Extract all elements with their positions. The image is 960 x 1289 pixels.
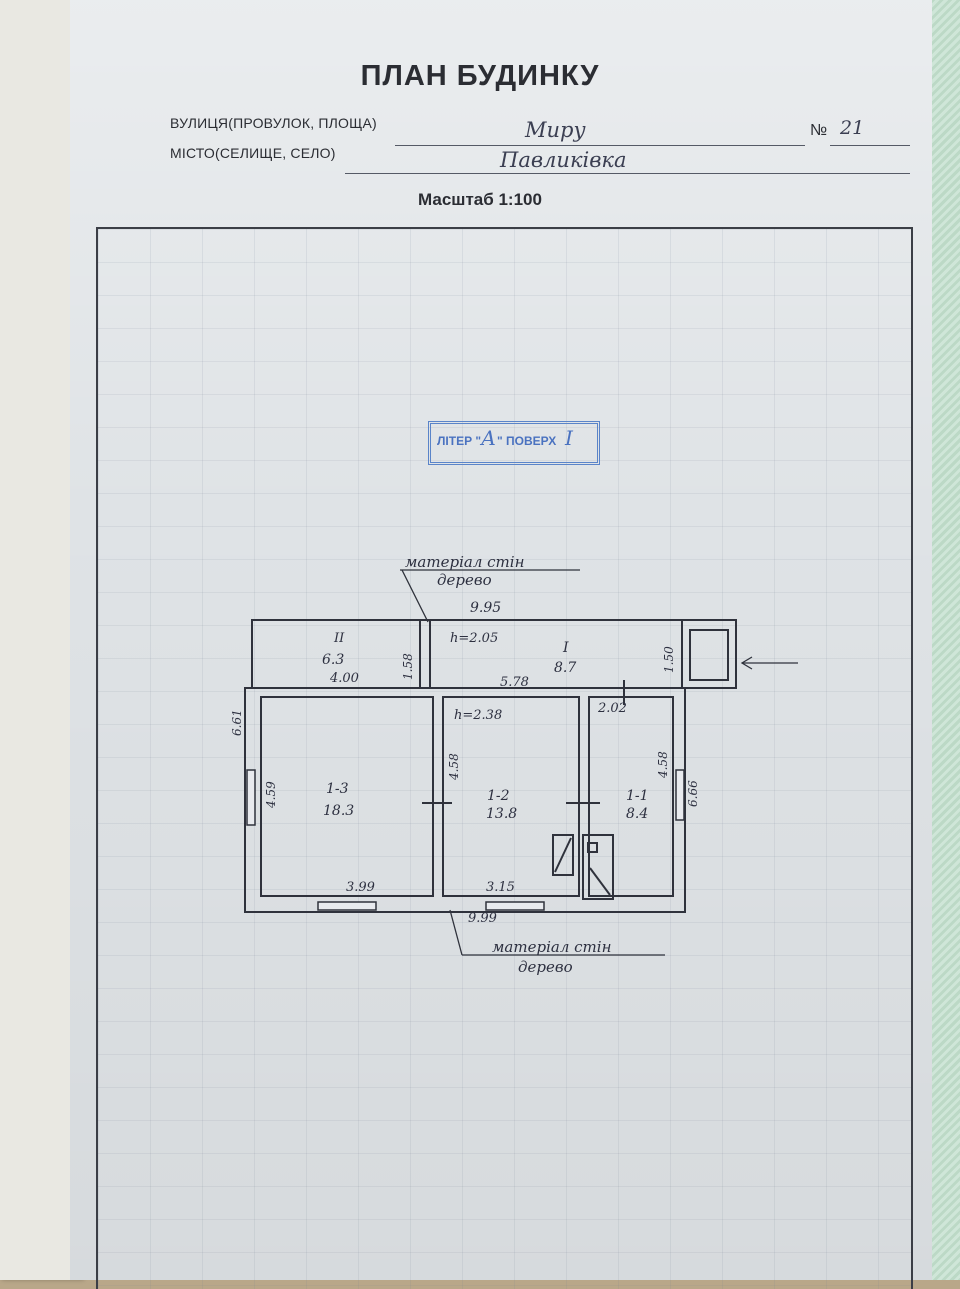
stamp-floor-label: " ПОВЕРХ xyxy=(497,434,557,448)
stamp-liter-label: ЛІТЕР " xyxy=(437,434,482,448)
town-underline xyxy=(345,173,910,174)
room-1-3-height: 4.59 xyxy=(264,781,278,809)
document-page xyxy=(70,0,932,1280)
porch-outline xyxy=(681,619,737,689)
town-label: МІСТО(СЕЛИЩЕ, СЕЛО) xyxy=(170,145,336,161)
room-1-1-height: 4.58 xyxy=(656,751,670,779)
stamp-floor-value: I xyxy=(565,426,573,450)
window-left xyxy=(246,769,256,826)
number-value: 21 xyxy=(840,117,865,139)
plan-frame xyxy=(96,227,913,1289)
dim-bottom-total: 9.99 xyxy=(468,911,497,926)
room-1-1-number: 1-1 xyxy=(626,788,649,804)
room-1-1-area: 8.4 xyxy=(626,806,648,822)
street-underline xyxy=(395,145,805,146)
dim-right-total: 6.66 xyxy=(686,780,700,807)
wall-material-bottom-line2: дерево xyxy=(518,958,573,976)
ceiling-height-1: h=2.05 xyxy=(450,631,498,646)
dim-left-total: 6.61 xyxy=(230,709,244,736)
dim-corridor-depth: 1.58 xyxy=(401,653,415,680)
room-II-number: II xyxy=(333,631,345,646)
room-1-2-outline xyxy=(442,696,580,897)
dim-I-width: 5.78 xyxy=(500,675,529,690)
room-1-3-outline xyxy=(260,696,434,897)
room-1-1-outline xyxy=(588,696,674,897)
document-title: ПЛАН БУДИНКУ xyxy=(360,60,600,92)
room-1-2-area: 13.8 xyxy=(486,806,517,822)
room-I-number: I xyxy=(562,640,569,656)
window-right xyxy=(675,769,685,821)
dim-II-width: 4.00 xyxy=(329,671,359,686)
ceiling-height-2: h=2.38 xyxy=(454,708,502,723)
room-1-3-area: 18.3 xyxy=(323,803,354,819)
room-II-area: 6.3 xyxy=(322,652,344,668)
stamp-liter-value: А xyxy=(481,426,497,450)
number-underline xyxy=(830,145,910,146)
room-1-2-width: 3.15 xyxy=(486,880,515,895)
window-bottom-2 xyxy=(485,901,545,911)
window-bottom-1 xyxy=(317,901,377,911)
dim-202: 2.02 xyxy=(597,701,627,716)
wall-material-top-line1: матеріал стін xyxy=(405,553,524,571)
room-1-3-width: 3.99 xyxy=(346,880,375,895)
underlying-sheet xyxy=(0,0,82,1280)
room-1-2-number: 1-2 xyxy=(487,788,510,804)
dim-porch: 1.50 xyxy=(662,646,676,673)
town-value: Павликівка xyxy=(500,148,627,172)
scale-label: Масштаб 1:100 xyxy=(418,190,542,209)
street-label: ВУЛИЦЯ(ПРОВУЛОК, ПЛОЩА) xyxy=(170,115,377,131)
wall-material-top-line2: дерево xyxy=(437,571,492,589)
dim-top: 9.95 xyxy=(470,600,501,616)
wall-material-bottom-line1: матеріал стін xyxy=(492,938,611,956)
street-value: Миру xyxy=(525,118,586,142)
room-I-area: 8.7 xyxy=(554,660,576,676)
liter-stamp: ЛІТЕР " А " ПОВЕРХ I xyxy=(428,421,600,465)
room-1-2-height: 4.58 xyxy=(447,753,461,781)
number-label: № xyxy=(810,122,828,139)
room-1-3-number: 1-3 xyxy=(326,781,349,797)
